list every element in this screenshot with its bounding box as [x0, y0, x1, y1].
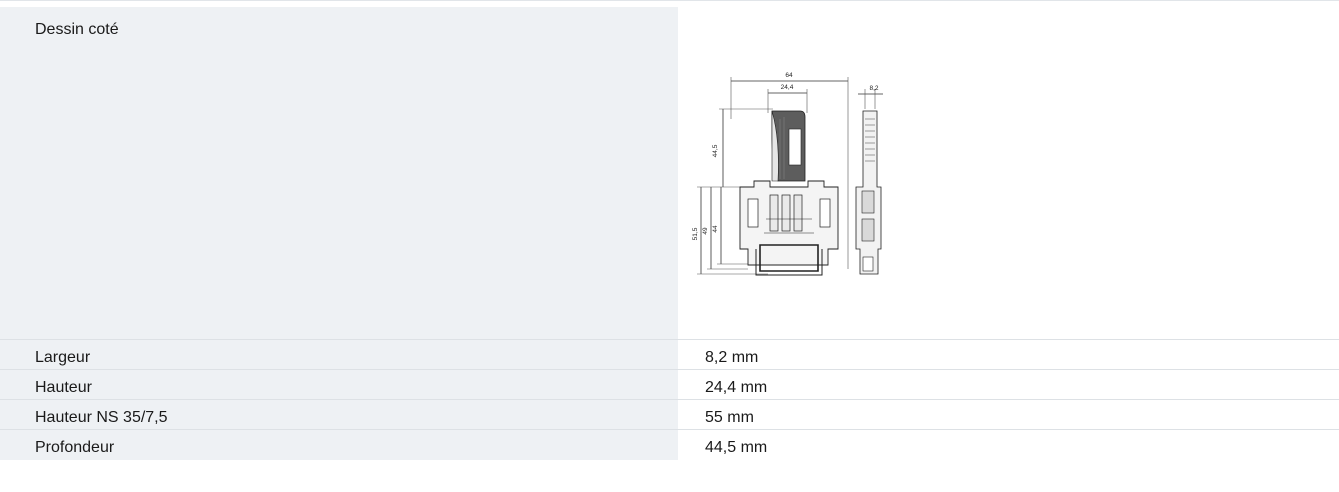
- spec-row-profondeur: Profondeur 44,5 mm: [0, 430, 1339, 460]
- spec-row-hauteur: Hauteur 24,4 mm: [0, 370, 1339, 400]
- spec-row-largeur: Largeur 8,2 mm: [0, 340, 1339, 370]
- dim-label-51-5: 51,5: [692, 227, 699, 240]
- dim-label-49: 49: [702, 227, 709, 235]
- fuse-window-shape: [788, 128, 802, 166]
- spec-row-value: 24,4 mm: [678, 370, 1339, 399]
- spec-row-hauteur-ns: Hauteur NS 35/7,5 55 mm: [0, 400, 1339, 430]
- spec-row-label: Largeur: [0, 340, 678, 369]
- din-rail-shape: [759, 244, 819, 272]
- dim-label-8-2: 8,2: [869, 85, 878, 92]
- spec-row-value: 44,5 mm: [678, 430, 1339, 460]
- dim-label-24-4: 24,4: [781, 84, 794, 91]
- drawing-row-value: 64 24,4 8,2 44,5: [678, 7, 1339, 339]
- drawing-row-label: Dessin coté: [0, 7, 678, 339]
- dim-label-44-5: 44,5: [712, 144, 719, 157]
- dim-label-64: 64: [785, 72, 793, 79]
- dimensional-drawing-row: Dessin coté 64 24,4 8,2: [0, 7, 1339, 340]
- spec-row-label: Hauteur: [0, 370, 678, 399]
- spec-row-value: 8,2 mm: [678, 340, 1339, 369]
- spec-row-label: Profondeur: [0, 430, 678, 460]
- dimensional-drawing: 64 24,4 8,2 44,5: [692, 72, 883, 276]
- dim-label-44: 44: [712, 225, 719, 233]
- spec-row-label: Hauteur NS 35/7,5: [0, 400, 678, 429]
- spec-row-value: 55 mm: [678, 400, 1339, 429]
